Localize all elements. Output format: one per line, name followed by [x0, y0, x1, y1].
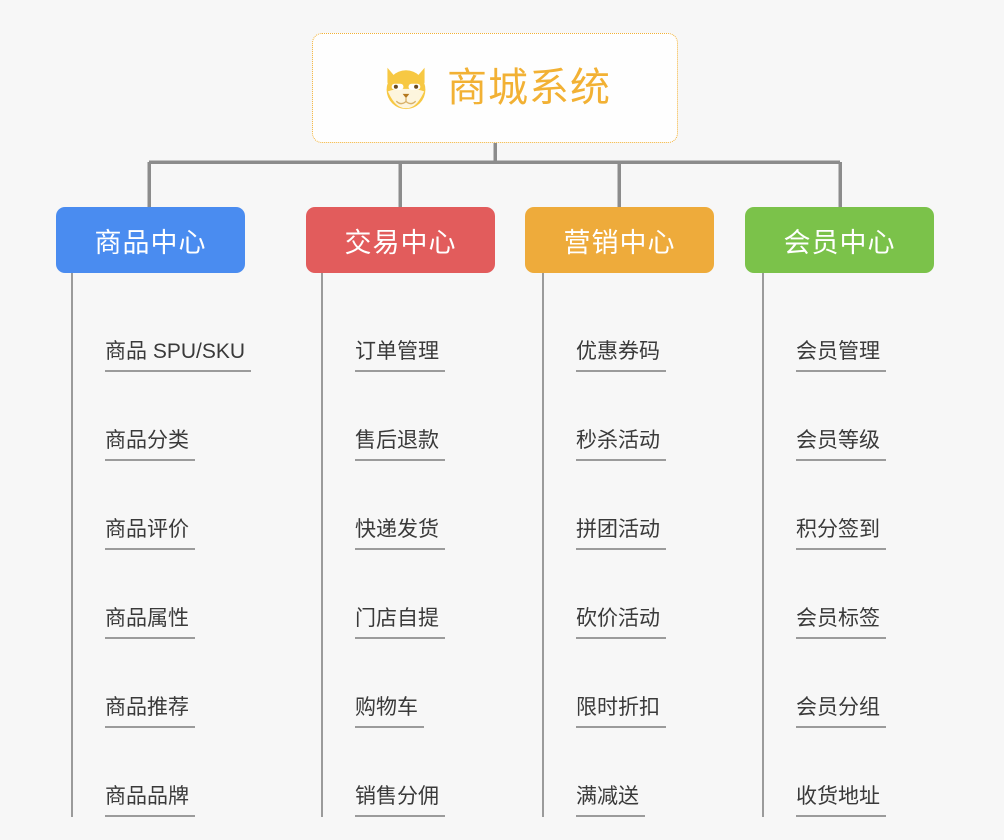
category-label: 会员中心 — [783, 227, 896, 258]
leaf-label: 商品属性 — [105, 606, 195, 639]
root-node-shop-system[interactable]: 商城系统 — [312, 33, 678, 143]
list-item[interactable]: 砍价活动 — [544, 550, 715, 639]
list-item[interactable]: 商品品牌 — [73, 728, 246, 817]
list-item[interactable]: 售后退款 — [323, 372, 496, 461]
category-box-product[interactable]: 商品中心 — [56, 207, 245, 273]
leaf-label: 商品 SPU/SKU — [105, 339, 252, 372]
leaf-label: 门店自提 — [355, 606, 445, 639]
category-label: 营销中心 — [563, 227, 676, 258]
list-item[interactable]: 积分签到 — [764, 461, 935, 550]
shiba-dog-face-icon — [386, 67, 426, 111]
category-box-trade[interactable]: 交易中心 — [306, 207, 495, 273]
category-column-trade: 交易中心 订单管理 售后退款 快递发货 门店自提 购物车 销售分佣 — [306, 207, 496, 817]
leaf-list-marketing: 优惠券码 秒杀活动 拼团活动 砍价活动 限时折扣 满减送 — [542, 273, 715, 817]
category-column-marketing: 营销中心 优惠券码 秒杀活动 拼团活动 砍价活动 限时折扣 满减送 — [525, 207, 715, 817]
leaf-label: 优惠券码 — [576, 339, 666, 372]
category-box-member[interactable]: 会员中心 — [745, 207, 934, 273]
list-item[interactable]: 会员分组 — [764, 639, 935, 728]
leaf-label: 会员分组 — [796, 695, 886, 728]
leaf-label: 购物车 — [355, 695, 424, 728]
category-box-marketing[interactable]: 营销中心 — [525, 207, 714, 273]
leaf-label: 商品评价 — [105, 517, 195, 550]
leaf-label: 商品分类 — [105, 428, 195, 461]
category-label: 商品中心 — [94, 227, 207, 258]
leaf-label: 商品品牌 — [105, 784, 195, 817]
leaf-label: 售后退款 — [355, 428, 445, 461]
leaf-list-member: 会员管理 会员等级 积分签到 会员标签 会员分组 收货地址 — [762, 273, 935, 817]
leaf-label: 销售分佣 — [355, 784, 445, 817]
leaf-list-trade: 订单管理 售后退款 快递发货 门店自提 购物车 销售分佣 — [321, 273, 496, 817]
list-item[interactable]: 购物车 — [323, 639, 496, 728]
leaf-label: 满减送 — [576, 784, 645, 817]
category-label: 交易中心 — [344, 227, 457, 258]
list-item[interactable]: 商品 SPU/SKU — [73, 283, 252, 372]
leaf-label: 会员标签 — [796, 606, 886, 639]
list-item[interactable]: 商品分类 — [73, 372, 246, 461]
list-item[interactable]: 商品推荐 — [73, 639, 246, 728]
list-item[interactable]: 商品评价 — [73, 461, 246, 550]
leaf-label: 订单管理 — [355, 339, 445, 372]
leaf-label: 会员管理 — [796, 339, 886, 372]
list-item[interactable]: 快递发货 — [323, 461, 496, 550]
root-node-label: 商城系统 — [447, 66, 611, 110]
list-item[interactable]: 订单管理 — [323, 283, 496, 372]
category-column-product: 商品中心 商品 SPU/SKU 商品分类 商品评价 商品属性 商品推荐 商品品牌 — [56, 207, 252, 817]
list-item[interactable]: 满减送 — [544, 728, 715, 817]
leaf-label: 商品推荐 — [105, 695, 195, 728]
list-item[interactable]: 会员等级 — [764, 372, 935, 461]
category-column-member: 会员中心 会员管理 会员等级 积分签到 会员标签 会员分组 收货地址 — [745, 207, 935, 817]
list-item[interactable]: 拼团活动 — [544, 461, 715, 550]
list-item[interactable]: 秒杀活动 — [544, 372, 715, 461]
leaf-label: 限时折扣 — [576, 695, 666, 728]
list-item[interactable]: 会员标签 — [764, 550, 935, 639]
list-item[interactable]: 商品属性 — [73, 550, 246, 639]
list-item[interactable]: 限时折扣 — [544, 639, 715, 728]
leaf-label: 收货地址 — [796, 784, 886, 817]
leaf-label: 拼团活动 — [576, 517, 666, 550]
leaf-label: 积分签到 — [796, 517, 886, 550]
leaf-label: 会员等级 — [796, 428, 886, 461]
list-item[interactable]: 销售分佣 — [323, 728, 496, 817]
leaf-label: 秒杀活动 — [576, 428, 666, 461]
list-item[interactable]: 门店自提 — [323, 550, 496, 639]
leaf-label: 快递发货 — [355, 517, 445, 550]
list-item[interactable]: 会员管理 — [764, 283, 935, 372]
list-item[interactable]: 优惠券码 — [544, 283, 715, 372]
leaf-label: 砍价活动 — [576, 606, 666, 639]
list-item[interactable]: 收货地址 — [764, 728, 935, 817]
leaf-list-product: 商品 SPU/SKU 商品分类 商品评价 商品属性 商品推荐 商品品牌 — [71, 273, 252, 817]
